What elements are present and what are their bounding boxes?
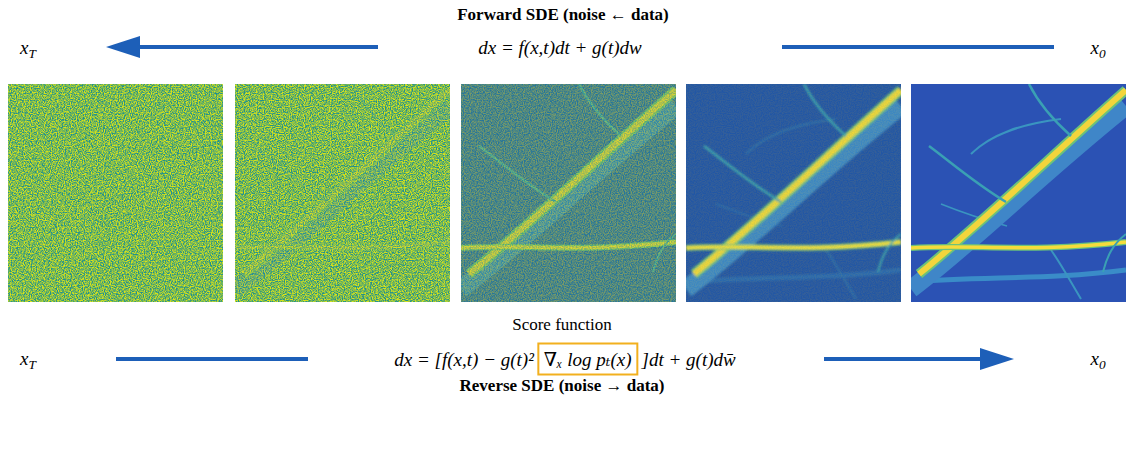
equation-slot: dx = [f(x,t) − g(t)² xyxy=(394,348,534,370)
denoised-vessel-panel xyxy=(686,84,901,302)
equation-slot: ]dt + g(t)dw̄ xyxy=(642,348,736,370)
equation-row: dx = [f(x,t) − g(t)² ∇ₓ log pₜ(x) ]dt + g(… xyxy=(394,343,735,376)
score-box: ∇ₓ log pₜ(x) xyxy=(537,343,639,376)
score-term: ∇ₓ log pₜ(x) xyxy=(544,349,632,370)
forward-arrow-shaft xyxy=(138,45,378,49)
forward-arrow-tail xyxy=(782,45,1054,49)
reverse-arrow-tail xyxy=(116,357,308,361)
reverse-arrow-head xyxy=(980,348,1014,370)
noise-field xyxy=(235,84,450,302)
state-symbol: x0 xyxy=(1090,37,1105,59)
subscript: T xyxy=(29,357,36,372)
noise-field xyxy=(8,84,223,302)
clean-vessel-panel xyxy=(911,84,1126,302)
noisy-vessel-panel xyxy=(461,84,676,302)
state-symbol: xT xyxy=(20,348,36,370)
equation-part: ]dt + g(t)dw̄ xyxy=(642,348,736,369)
panel-ground xyxy=(911,84,1126,302)
panel-heading: Forward SDE (noise ← data) xyxy=(457,5,669,25)
subscript: 0 xyxy=(1099,357,1106,372)
vessel-tree xyxy=(911,84,1126,289)
vessel-tree xyxy=(235,84,450,289)
state-symbol: xT xyxy=(20,37,36,59)
noise-panel xyxy=(235,84,450,302)
panel-ground xyxy=(686,84,901,302)
equation: dx = f(x,t)dt + g(t)dw xyxy=(478,37,641,59)
reverse-arrow-shaft xyxy=(824,357,982,361)
state-symbol: x0 xyxy=(1090,348,1105,370)
forward-arrow-head xyxy=(106,36,140,58)
annotation: Score function xyxy=(512,315,612,335)
panel-heading: Reverse SDE (noise → data) xyxy=(460,376,665,396)
subscript: 0 xyxy=(1099,46,1106,61)
equation-part: dx = [f(x,t) − g(t)² xyxy=(394,348,534,369)
noise-panel xyxy=(8,84,223,302)
noise-field xyxy=(461,84,676,302)
panel-ground xyxy=(461,84,676,302)
subscript: T xyxy=(29,46,36,61)
equation-slot: ∇ₓ log pₜ(x) xyxy=(534,343,642,376)
noise-field xyxy=(686,84,901,302)
